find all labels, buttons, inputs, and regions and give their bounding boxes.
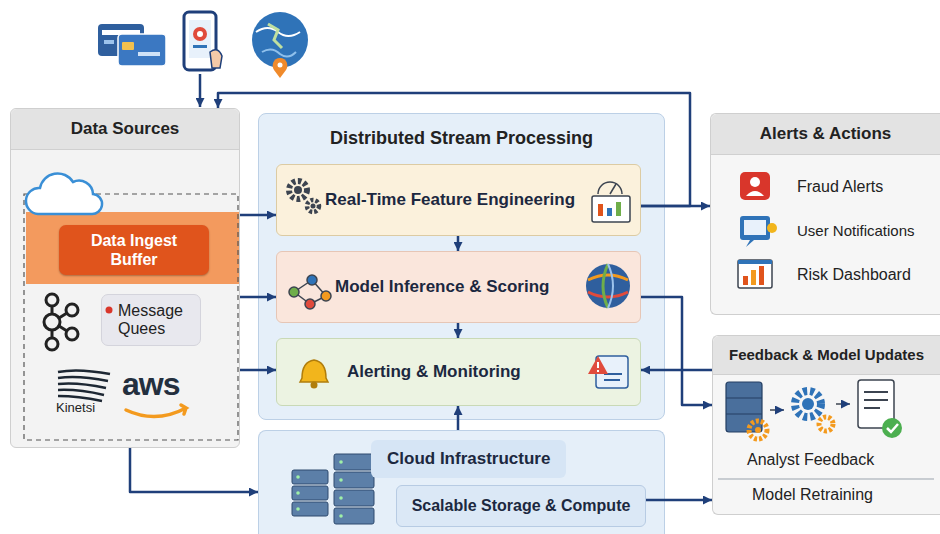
box-label: Data Ingest Buffer xyxy=(73,231,195,269)
label-holder: Analyst Feedback xyxy=(747,451,874,469)
flow-connector xyxy=(240,296,276,299)
chart-icon xyxy=(738,260,772,288)
label-holder: Risk Dashboard xyxy=(797,266,911,284)
divider-line xyxy=(718,479,934,480)
label-holder: Kinetsi xyxy=(56,398,95,416)
flow-connector xyxy=(641,369,712,372)
label-holder: Model Retraining xyxy=(752,486,873,504)
flow-connector xyxy=(646,499,712,502)
panel-heading: Distributed Stream Processing xyxy=(259,114,664,149)
process-box: Message Quees xyxy=(101,294,201,346)
flow-arrow xyxy=(836,403,850,405)
item-label: Fraud Alerts xyxy=(797,178,883,195)
flow-connector xyxy=(240,369,276,372)
flow-arrow xyxy=(770,409,784,411)
flow-connector xyxy=(130,448,258,492)
brain-globe-icon xyxy=(586,264,630,308)
process-box: Alerting & Monitoring xyxy=(276,338,641,406)
box-label: Scalable Storage & Compute xyxy=(412,497,631,515)
panel-heading: Cloud Infrastructure xyxy=(371,440,566,478)
label-holder: User Notifications xyxy=(797,222,915,240)
panel-heading: Alerts & Actions xyxy=(711,114,940,155)
box-label: Message Quees xyxy=(118,302,194,339)
item-label: Analyst Feedback xyxy=(747,451,874,468)
item-label: aws xyxy=(122,366,179,402)
box-label: Model Inference & Scoring xyxy=(335,277,549,297)
item-label: User Notifications xyxy=(797,222,915,239)
process-box: Data Ingest Buffer xyxy=(59,225,209,275)
database-icon xyxy=(726,382,767,439)
item-label: Kinetsi xyxy=(56,400,95,415)
panel-heading: Data Sources xyxy=(11,109,239,150)
item-label: Risk Dashboard xyxy=(797,266,911,283)
status-dot xyxy=(106,307,113,314)
flow-connector xyxy=(457,406,460,430)
globe-icon xyxy=(252,12,308,78)
box-label: Alerting & Monitoring xyxy=(347,362,521,382)
label-holder: Fraud Alerts xyxy=(797,178,883,196)
label-holder: aws xyxy=(122,366,179,403)
flow-connector xyxy=(457,236,460,251)
flow-connector xyxy=(457,323,460,338)
fraud-icon xyxy=(740,172,770,200)
process-box: Scalable Storage & Compute xyxy=(396,485,646,527)
box-label: Real-Time Feature Engineering xyxy=(325,190,575,210)
flow-connector xyxy=(240,214,276,217)
panel-heading: Feedback & Model Updates xyxy=(713,336,940,375)
item-label: Model Retraining xyxy=(752,486,873,503)
card-icon xyxy=(98,24,166,66)
process-box: Real-Time Feature Engineering xyxy=(276,164,641,236)
source-arrow xyxy=(199,74,202,107)
phone-icon xyxy=(184,12,222,70)
